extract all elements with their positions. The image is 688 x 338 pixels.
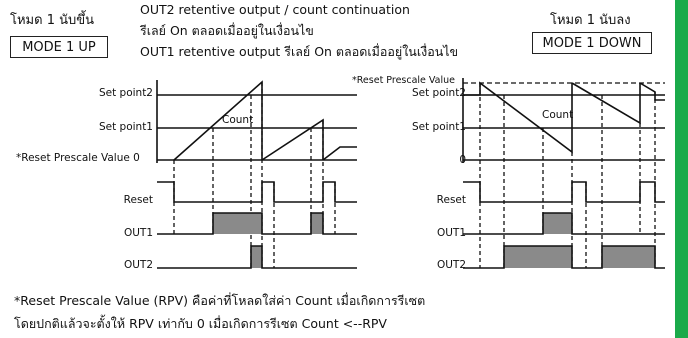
left-out1-wave [157,212,357,235]
right-mode-title: โหมด 1 นับลง [550,13,631,28]
left-out2-label: OUT2 [123,259,153,271]
left-count-ramp-3 [322,146,357,161]
left-out1-shade [213,213,262,234]
left-timing-chart [156,80,357,269]
description-line-3: OUT1 retentive output รีเลย์ On ตลอดเมื่… [140,44,459,59]
right-out2-wave [463,245,665,269]
right-reset-value-label: *Reset Prescale Value [352,75,455,86]
left-reset-wave [157,181,357,203]
right-out1-label: OUT1 [436,227,466,239]
left-count-ramp-1 [173,80,263,161]
left-reset-label: Reset [123,194,153,206]
description-line-1: OUT2 retentive output / count continuati… [140,2,410,17]
left-out2-shade [251,246,262,268]
left-out1-label: OUT1 [123,227,153,239]
right-out2-shade-1 [504,246,572,268]
right-count-ramp-2 [571,82,641,125]
right-setpoint1-label: Set point1 [411,121,466,133]
left-count-ramp-2 [261,118,324,161]
left-mode-box: MODE 1 UP [10,36,108,58]
right-setpoint2-label: Set point2 [411,87,466,99]
right-count-label: Count [542,109,574,121]
right-count-ramp-3 [639,82,665,101]
right-out1-shade [543,213,572,234]
accent-bar [675,0,688,338]
right-reset-wave [463,181,665,203]
left-mode-title: โหมด 1 นับขึ้น [10,13,95,28]
left-reset-value-label: *Reset Prescale Value 0 [16,152,140,164]
right-out2-shade-2 [602,246,655,268]
footnote-line-2: โดยปกติแล้วจะตั้งให้ RPV เท่ากับ 0 เมื่อ… [14,316,387,331]
right-timing-chart [462,78,665,269]
right-out2-label: OUT2 [436,259,466,271]
left-count-label: Count [222,114,254,126]
right-reset-label: Reset [436,194,466,206]
right-out1-wave [463,212,665,235]
right-mode-box: MODE 1 DOWN [532,32,652,54]
left-out2-wave [157,245,357,269]
description-line-2: รีเลย์ On ตลอดเมื่ออยู่ในเงื่อนไข [140,23,314,38]
left-out1-shade-2 [311,213,323,234]
left-setpoint2-label: Set point2 [98,87,153,99]
timing-diagrams [156,78,665,269]
footnote-line-1: *Reset Prescale Value (RPV) คือค่าที่โหล… [14,293,426,308]
left-setpoint1-label: Set point1 [98,121,153,133]
